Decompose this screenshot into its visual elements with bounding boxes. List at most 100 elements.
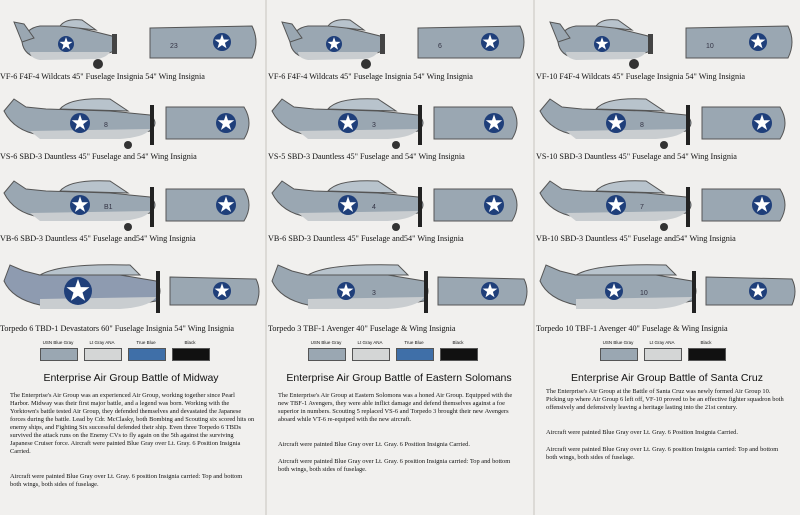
wing-planform [165,188,250,222]
swatch-label: USN Blue Gray [310,340,342,345]
swatch-label: USN Blue Gray [42,340,74,345]
paint-swatch [600,348,638,361]
aircraft-caption: VF-10 F4F-4 Wildcats 45" Fuselage Insign… [536,72,746,81]
aircraft-illustration: 8 [3,98,250,149]
aircraft-illustration: B1 [3,180,250,231]
aircraft-marking: 10 [706,43,714,50]
swatch-label: Lt Gray ANA [89,340,115,345]
swatch-label: True Blue [136,340,156,345]
wing-insignia [484,113,504,133]
aircraft-caption: VS-6 SBD-3 Dauntless 45" Fuselage and 54… [0,152,197,161]
paint-swatch [396,348,434,361]
aircraft-illustration: 3 [271,264,528,313]
fuselage-insignia [70,195,90,215]
page-fold-right [533,0,535,515]
aircraft-illustration: 6 [281,19,525,69]
fuselage-insignia [594,36,610,52]
aircraft-marking: 6 [438,43,442,50]
paint-swatch-legend: USN Blue Gray Lt Gray ANA True Blue Black [0,340,262,366]
aircraft-marking: 4 [372,204,376,211]
wing-insignia [481,33,499,51]
aircraft-marking: 10 [640,290,648,297]
aircraft-caption: VF-6 F4F-4 Wildcats 45" Fuselage Insigni… [0,72,205,81]
aircraft-caption: VB-6 SBD-3 Dauntless 45" Fuselage and54"… [268,234,464,243]
aircraft-illustration: 23 [13,19,257,69]
wing-insignia [216,113,236,133]
aircraft-marking: 23 [170,43,178,50]
wing-insignia [481,282,499,300]
paint-swatch [688,348,726,361]
swatch-label: Lt Gray ANA [357,340,383,345]
fuselage-insignia [606,195,626,215]
wing-planform [685,25,793,59]
wing-planform [433,188,518,222]
aircraft-caption: Torpedo 6 TBD-1 Devastators 60" Fuselage… [0,324,235,333]
wing-planform [149,25,257,59]
swatch-label: USN Blue Gray [602,340,634,345]
history-paragraph: Aircraft were painted Blue Gray over Lt.… [546,429,738,436]
air-group-title: Enterprise Air Group Battle of Midway [43,372,219,384]
history-paragraph: The Enterprise's Air Group at the Battle… [546,388,784,411]
swatch-label: True Blue [404,340,424,345]
fuselage-insignia [338,113,358,133]
aircraft-illustration: 8 [539,98,786,149]
wing-insignia [216,195,236,215]
aircraft-caption: VB-6 SBD-3 Dauntless 45" Fuselage and54"… [0,234,196,243]
aircraft-illustration: 3 [271,98,518,149]
wing-insignia [752,113,772,133]
history-paragraph: Aircraft were painted Blue Gray over Lt.… [278,441,470,448]
aircraft-caption: VS-10 SBD-3 Dauntless 45" Fuselage and 5… [536,152,737,161]
wing-insignia [213,33,231,51]
fuselage-insignia [58,36,74,52]
wing-insignia [749,33,767,51]
paint-swatch [40,348,78,361]
fuselage-insignia [605,282,623,300]
swatch-label: Black [184,340,196,345]
history-paragraph: Aircraft were painted Blue Gray over Lt.… [10,473,243,488]
aircraft-illustration: 10 [539,264,796,313]
aircraft-marking: 3 [372,290,376,297]
swatch-label: Lt Gray ANA [649,340,675,345]
aircraft-illustration: 10 [549,19,793,69]
aircraft-caption: VF-6 F4F-4 Wildcats 45" Fuselage Insigni… [268,72,473,81]
history-paragraph: Aircraft were painted Blue Gray over Lt.… [278,458,511,473]
aircraft-marking: 8 [104,122,108,129]
aircraft-caption: Torpedo 3 TBF-1 Avenger 40" Fuselage & W… [268,324,456,333]
swatch-label: Black [700,340,712,345]
fuselage-insignia [338,195,358,215]
aircraft-illustration: 4 [271,180,518,231]
history-paragraph: The Enterprise's Air Group was an experi… [10,392,255,455]
air-group-title: Enterprise Air Group Battle of Eastern S… [286,372,512,384]
paint-swatch [308,348,346,361]
paint-swatch [128,348,166,361]
wing-planform [701,188,786,222]
fuselage-insignia [337,282,355,300]
history-paragraph: The Enterprise's Air Group at Eastern So… [278,392,513,423]
aircraft-marking: 8 [640,122,644,129]
air-group-title: Enterprise Air Group Battle of Santa Cru… [570,372,763,384]
paint-swatch [440,348,478,361]
aircraft-illustration: 7 [539,180,786,231]
fuselage-insignia [70,113,90,133]
wing-insignia [752,195,772,215]
aircraft-caption: VS-5 SBD-3 Dauntless 45" Fuselage and 54… [268,152,465,161]
aircraft-marking: 3 [372,122,376,129]
paint-swatch [84,348,122,361]
aircraft-caption: VB-10 SBD-3 Dauntless 45" Fuselage and54… [536,234,736,243]
fuselage-insignia [64,277,92,305]
fuselage-insignia [606,113,626,133]
aircraft-illustration [3,264,260,313]
paint-swatch [172,348,210,361]
fuselage-insignia [326,36,342,52]
paint-swatch [352,348,390,361]
wing-planform [433,106,518,140]
wing-insignia [213,282,231,300]
wing-planform [165,106,250,140]
wing-insignia [749,282,767,300]
paint-swatch [644,348,682,361]
aircraft-caption: Torpedo 10 TBF-1 Avenger 40" Fuselage & … [536,324,728,333]
